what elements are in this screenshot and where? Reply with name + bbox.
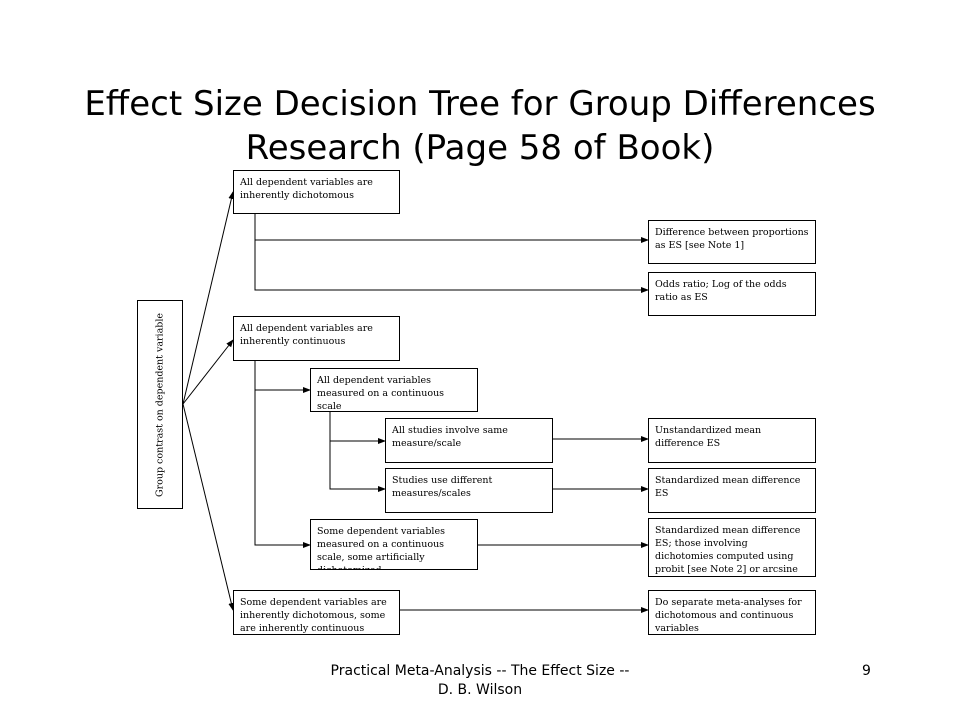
edge-dichotomous-to-proportions [254,214,649,243]
node-standardized: Standardized mean difference ES [648,468,816,513]
node-some-dichotomized: Some dependent variables measured on a c… [310,519,478,570]
node-odds-ratio: Odds ratio; Log of the odds ratio as ES [648,272,816,316]
edge-root-to-continuous [182,339,234,405]
edge-root-to-dichotomous [182,191,235,405]
node-all-continuous: All dependent variables are inherently c… [233,316,400,361]
node-separate-meta: Do separate meta-analyses for dichotomou… [648,590,816,635]
edge-dichotomous-to-odds [254,240,649,293]
node-difference-proportions: Difference between proportions as ES [se… [648,220,816,264]
slide-title: Effect Size Decision Tree for Group Diff… [84,84,876,168]
root-node: Group contrast on dependent variable [137,300,183,509]
node-continuous-scale: All dependent variables measured on a co… [310,368,478,412]
node-all-dichotomous: All dependent variables are inherently d… [233,170,400,214]
node-standardized-probit: Standardized mean difference ES; those i… [648,518,816,577]
edge-root-to-mixed [182,403,235,611]
node-mixed: Some dependent variables are inherently … [233,590,400,635]
root-node-label: Group contrast on dependent variable [154,312,166,497]
node-unstandardized: Unstandardized mean difference ES [648,418,816,463]
slide-footer: Practical Meta-Analysis -- The Effect Si… [330,663,630,698]
node-same-measure: All studies involve same measure/scale [385,418,553,463]
page-number: 9 [862,663,871,679]
edge-scale-to-same [329,412,386,444]
edge-continuous-to-some-dichotomized [254,390,311,548]
edge-scale-to-different [329,441,386,492]
edge-continuous-to-scale [254,361,311,393]
node-different-measures: Studies use different measures/scales [385,468,553,513]
